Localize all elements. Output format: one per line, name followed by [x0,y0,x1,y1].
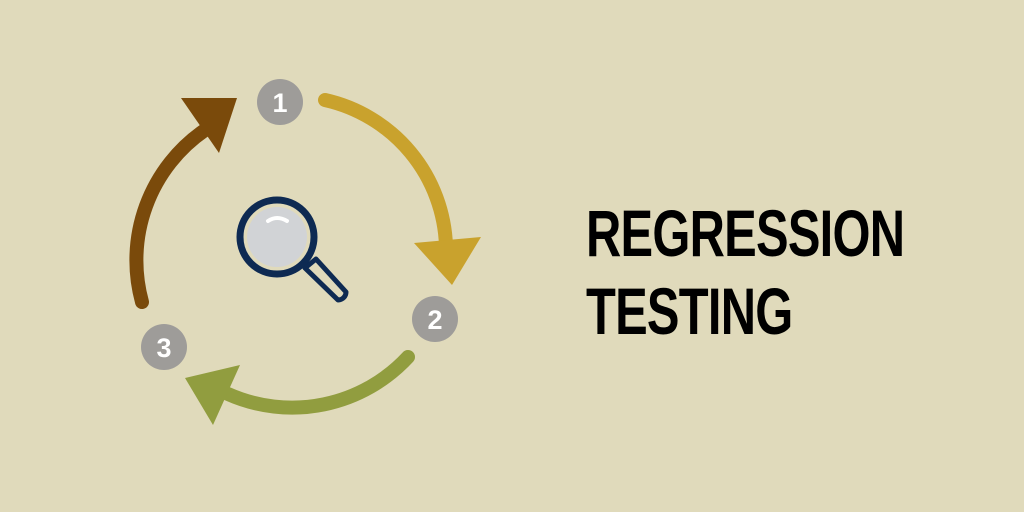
arrow-step-2-to-3 [185,350,415,425]
magnifying-glass-icon [236,196,349,303]
step-badge-1-label: 1 [272,88,287,118]
step-badge-2: 2 [412,296,458,342]
arrow-step-3-to-1 [129,98,237,309]
step-badge-1: 1 [257,79,303,125]
title-line-2: TESTING [586,274,793,348]
step-badge-2-label: 2 [427,305,442,335]
page-title: REGRESSION TESTING [586,194,905,350]
arrow-step-1-to-2 [318,93,481,285]
title-line-1: REGRESSION [586,196,905,270]
step-badge-3: 3 [141,324,187,370]
step-badge-3-label: 3 [156,333,171,363]
